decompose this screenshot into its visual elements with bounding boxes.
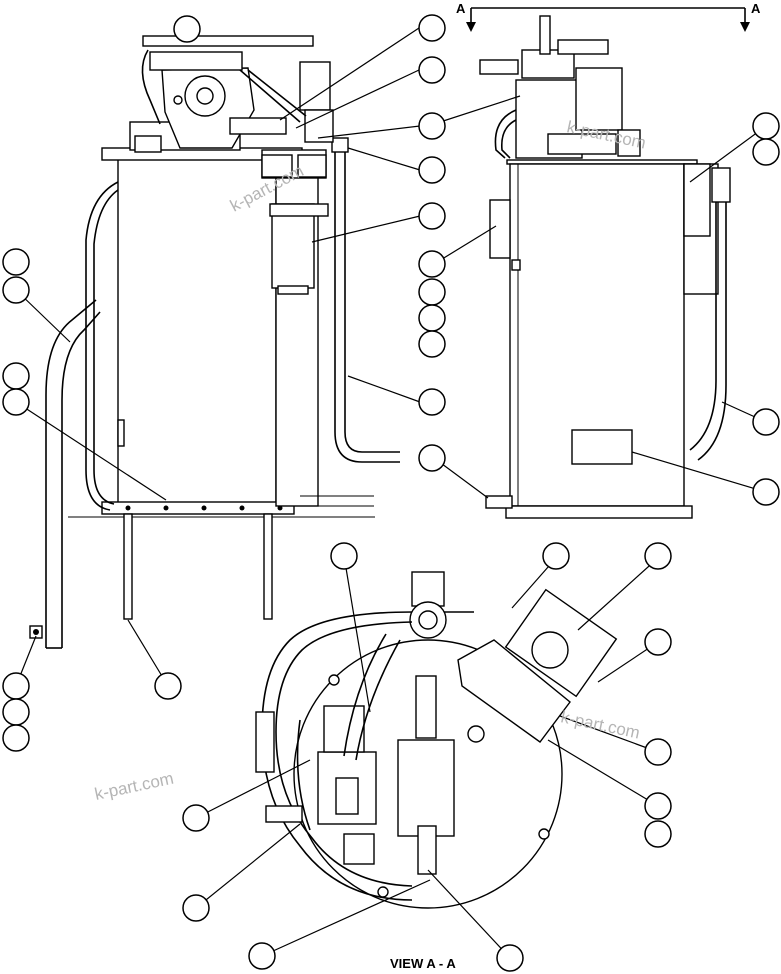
- callout-balloon: [418, 56, 446, 84]
- callout-balloon: [2, 388, 30, 416]
- callout-balloon: [418, 304, 446, 332]
- callout-balloon: [644, 792, 672, 820]
- callout-balloon: [644, 820, 672, 848]
- section-view-a-a: [255, 571, 618, 909]
- callout-balloon: [248, 942, 276, 970]
- callout-balloon: [542, 542, 570, 570]
- section-line-a-a: A A: [456, 1, 761, 32]
- callout-balloon: [496, 944, 524, 972]
- pressure-switch: [299, 61, 331, 111]
- leg-right: [263, 513, 273, 620]
- callout-balloon: [154, 672, 182, 700]
- callout-balloon: [2, 672, 30, 700]
- callout-balloon: [418, 388, 446, 416]
- leg-left: [123, 513, 133, 620]
- callout-balloon: [752, 112, 780, 140]
- callout-balloon: [418, 278, 446, 306]
- valve-body: [397, 739, 455, 837]
- watermark-3: k-part.com: [559, 707, 641, 742]
- callout-balloon: [418, 156, 446, 184]
- callout-balloon: [644, 738, 672, 766]
- callout-balloon: [418, 330, 446, 358]
- callout-balloon: [418, 202, 446, 230]
- callout-balloon: [2, 724, 30, 752]
- callout-balloon: [182, 804, 210, 832]
- callout-balloon: [752, 478, 780, 506]
- callout-balloon: [752, 408, 780, 436]
- name-plate: [571, 429, 633, 465]
- callout-balloons: [2, 14, 780, 972]
- section-marker-right: A: [751, 1, 761, 16]
- view-caption: VIEW A - A: [390, 956, 456, 971]
- front-view: [29, 35, 400, 649]
- callout-balloon: [752, 138, 780, 166]
- callout-balloon: [330, 542, 358, 570]
- base-plate: [101, 501, 295, 515]
- callout-balloon: [2, 276, 30, 304]
- callout-balloon: [2, 248, 30, 276]
- callout-balloon: [418, 112, 446, 140]
- callout-balloon: [418, 444, 446, 472]
- callout-balloon: [173, 15, 201, 43]
- callout-balloon: [418, 250, 446, 278]
- watermark-4: k-part.com: [93, 769, 175, 804]
- callout-balloon: [182, 894, 210, 922]
- tank-body: [117, 157, 277, 507]
- base-plate-side: [505, 505, 693, 519]
- callout-balloon: [644, 628, 672, 656]
- callout-balloon: [2, 362, 30, 390]
- callout-balloon: [2, 698, 30, 726]
- side-view: [479, 15, 731, 519]
- section-marker-left: A: [456, 1, 466, 16]
- mounting-bracket: [457, 639, 571, 743]
- callout-balloon: [418, 14, 446, 42]
- callout-balloon: [644, 542, 672, 570]
